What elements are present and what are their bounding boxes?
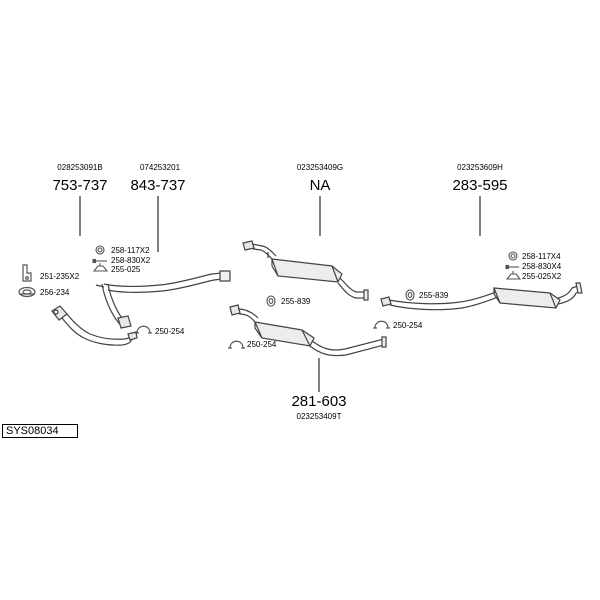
front-pipe-843-737[interactable] [95,270,231,329]
bolt-icon [505,264,519,270]
part-number-753-737[interactable]: 753-737 [52,177,107,194]
part-number-NA[interactable]: NA [310,177,331,194]
gasket-icon [18,286,36,298]
fitting-label-258-830X4: 258-830X4 [522,262,562,271]
pipe-clamp-icon [135,325,152,334]
ref-code-281-603: 023253409T [297,412,342,421]
bracket-icon [22,264,32,282]
bolt-icon [92,258,107,264]
fitting-label-255-839-middle: 255-839 [281,297,311,306]
ring-clamp-icon [95,245,105,255]
fitting-label-250-254-right: 250-254 [393,321,423,330]
fitting-label-258-117X2: 258-117X2 [111,246,150,255]
rear-silencer-283-595[interactable] [380,282,583,311]
fitting-label-250-254-left: 250-254 [155,327,185,336]
rear-silencer-281-603[interactable] [229,304,387,357]
fitting-label-251-235X2: 251-235X2 [40,272,80,281]
fitting-label-258-830X2: 258-830X2 [111,256,151,265]
ref-code-NA: 023253409G [297,163,343,172]
ref-code-753-737: 028253091B [57,163,102,172]
hanger-icon [92,263,109,272]
part-number-283-595[interactable]: 283-595 [452,177,507,194]
centre-silencer-NA[interactable] [242,240,369,301]
part-number-281-603[interactable]: 281-603 [291,393,346,410]
fitting-label-256-234: 256-234 [40,288,70,297]
ring-clamp-icon [508,251,518,261]
pipe-clamp-icon [373,320,390,329]
ref-code-843-737: 074253201 [140,163,181,172]
system-id-label: SYS08034 [2,424,78,438]
pipe-clamp-icon [228,340,245,349]
fitting-label-258-117X4: 258-117X4 [522,252,561,261]
fitting-label-255-025X2: 255-025X2 [522,272,562,281]
fitting-label-250-254-middle: 250-254 [247,340,277,349]
ref-code-283-595: 023253609H [457,163,503,172]
rubber-mount-icon [405,289,415,301]
downpipe-753-737[interactable] [51,305,138,346]
rubber-mount-icon [266,295,276,307]
part-number-843-737[interactable]: 843-737 [130,177,185,194]
fitting-label-255-025: 255-025 [111,265,141,274]
hanger-icon [505,271,522,280]
fitting-label-255-839-right: 255-839 [419,291,449,300]
